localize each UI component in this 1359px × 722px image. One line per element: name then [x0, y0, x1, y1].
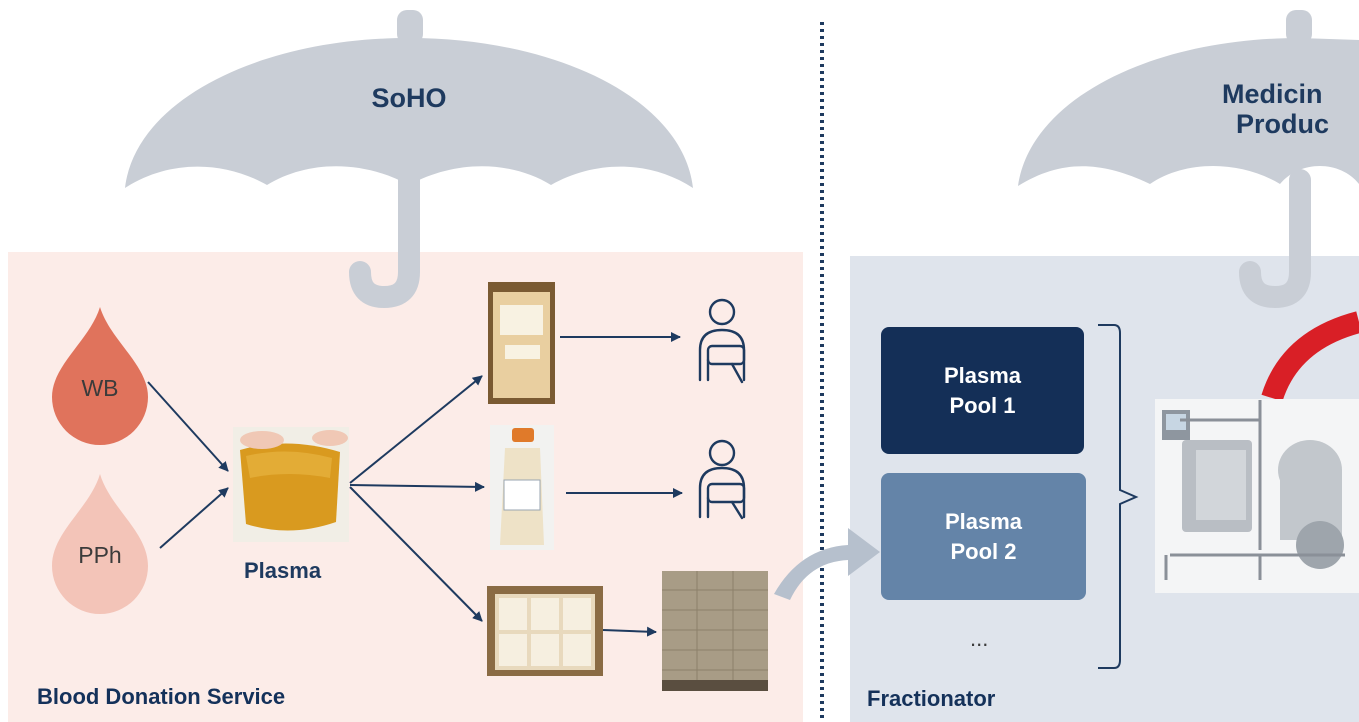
whole-blood-drop-icon: [52, 307, 148, 445]
arrow-box-to-pallet: [602, 626, 657, 637]
arrow-plasma-to-bag: [349, 375, 483, 484]
clinical-plasma-bag-image: [488, 282, 555, 404]
medicinal-products-umbrella-icon: [1018, 10, 1359, 309]
arrow-wb-to-plasma: [147, 381, 229, 472]
pph-label: PPh: [78, 542, 122, 568]
pool-bracket: [1098, 324, 1139, 669]
plasma-label: Plasma: [244, 558, 322, 583]
patient-icon: [698, 439, 746, 520]
plasma-bottle-image: [490, 425, 554, 550]
fractionator-label: Fractionator: [867, 686, 996, 711]
plasma-pool-2: Plasma Pool 2: [881, 473, 1086, 600]
pallet-image: [662, 571, 768, 691]
fractionation-machine-image: [1155, 399, 1359, 593]
medicinal-products-title-line1: Medicin: [1222, 79, 1323, 109]
plasmapheresis-drop-icon: [52, 474, 148, 614]
pool-1-line1: Plasma: [943, 362, 1022, 388]
plasma-pool-1: Plasma Pool 1: [881, 327, 1084, 454]
patient-icon: [698, 298, 746, 384]
plasma-bag-image: [233, 427, 349, 542]
arrow-plasma-to-bottle: [349, 481, 485, 492]
more-pools-ellipsis: ...: [970, 626, 989, 651]
soho-umbrella-icon: [125, 10, 693, 309]
arrow-pph-to-plasma: [159, 487, 229, 549]
blood-donation-service-label: Blood Donation Service: [37, 684, 286, 709]
soho-title: SoHO: [371, 83, 447, 113]
pool-2-line2: Pool 2: [950, 538, 1017, 564]
plasma-box-image: [487, 586, 603, 676]
pool-2-line1: Plasma: [944, 508, 1023, 534]
red-pipe: [1261, 311, 1359, 402]
transfer-arrow-icon: [774, 528, 880, 600]
pool-1-line2: Pool 1: [949, 392, 1016, 418]
medicinal-products-title-line2: Produc: [1236, 109, 1330, 139]
arrow-plasma-to-box: [349, 486, 483, 622]
wb-label: WB: [81, 375, 119, 401]
